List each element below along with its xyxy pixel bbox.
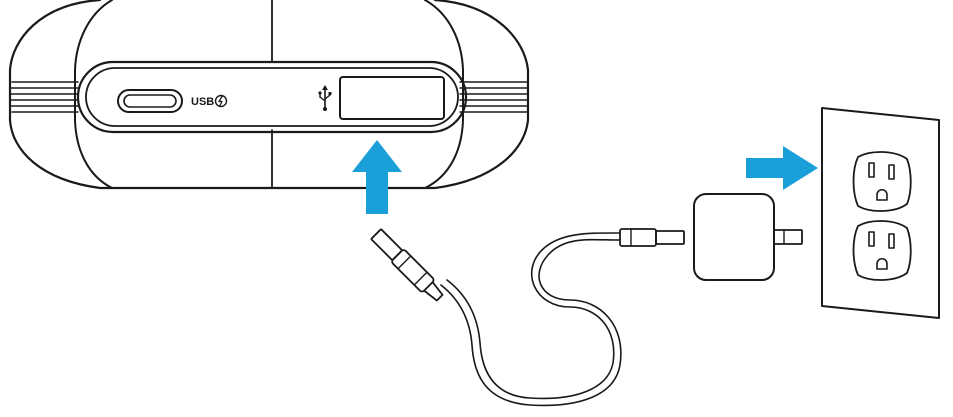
usb-a-port — [339, 76, 445, 120]
lower-receptacle — [852, 220, 912, 281]
usb-trident-icon — [318, 85, 332, 111]
plug-in-arrow-up — [352, 140, 402, 214]
lightning-charge-icon — [214, 94, 228, 108]
wall-outlet — [821, 107, 940, 319]
speaker-device: USB — [8, 0, 530, 190]
usb-port-label: USB — [191, 96, 214, 108]
usb-c-port — [117, 89, 183, 113]
usb-cable — [370, 228, 685, 407]
plug-in-arrow-right — [746, 146, 818, 190]
upper-receptacle — [852, 151, 912, 212]
power-adapter — [693, 193, 803, 281]
